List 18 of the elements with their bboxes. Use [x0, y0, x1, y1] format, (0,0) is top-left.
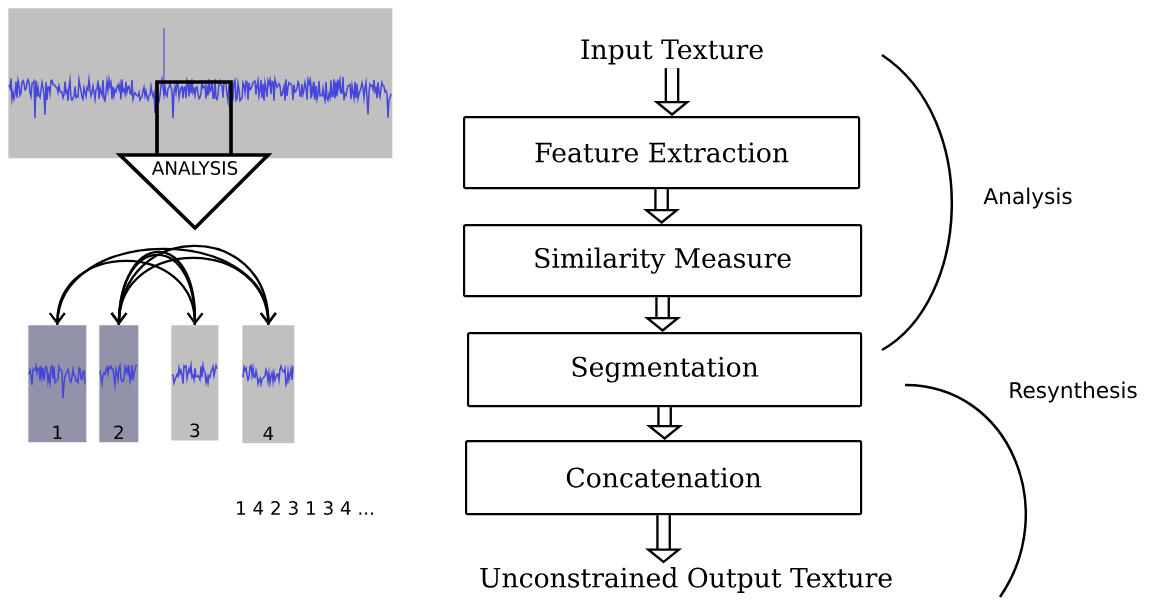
segment-tile: 2 — [99, 325, 139, 443]
stage-label: Analysis — [983, 187, 1072, 209]
process-box: Concatenation — [465, 440, 863, 516]
stage-label: Resynthesis — [1010, 381, 1137, 403]
flow-text: Unconstrained Output Texture — [480, 567, 892, 593]
flow-text: Input Texture — [581, 39, 763, 65]
process-box: Similarity Measure — [463, 224, 863, 298]
curved-arrow — [110, 253, 196, 326]
process-box: Segmentation — [467, 332, 863, 408]
waveform-drawing — [8, 8, 393, 159]
curved-arrow — [117, 250, 204, 326]
curved-arrow — [117, 244, 277, 326]
segment-tile: 4 — [242, 325, 295, 444]
segment-tile: 3 — [171, 325, 219, 441]
segment-tile: 1 — [28, 325, 87, 443]
sequence-text: 1 4 2 3 1 3 4 ... — [237, 501, 373, 515]
curved-arrow — [48, 259, 196, 326]
process-box: Feature Extraction — [463, 116, 861, 190]
